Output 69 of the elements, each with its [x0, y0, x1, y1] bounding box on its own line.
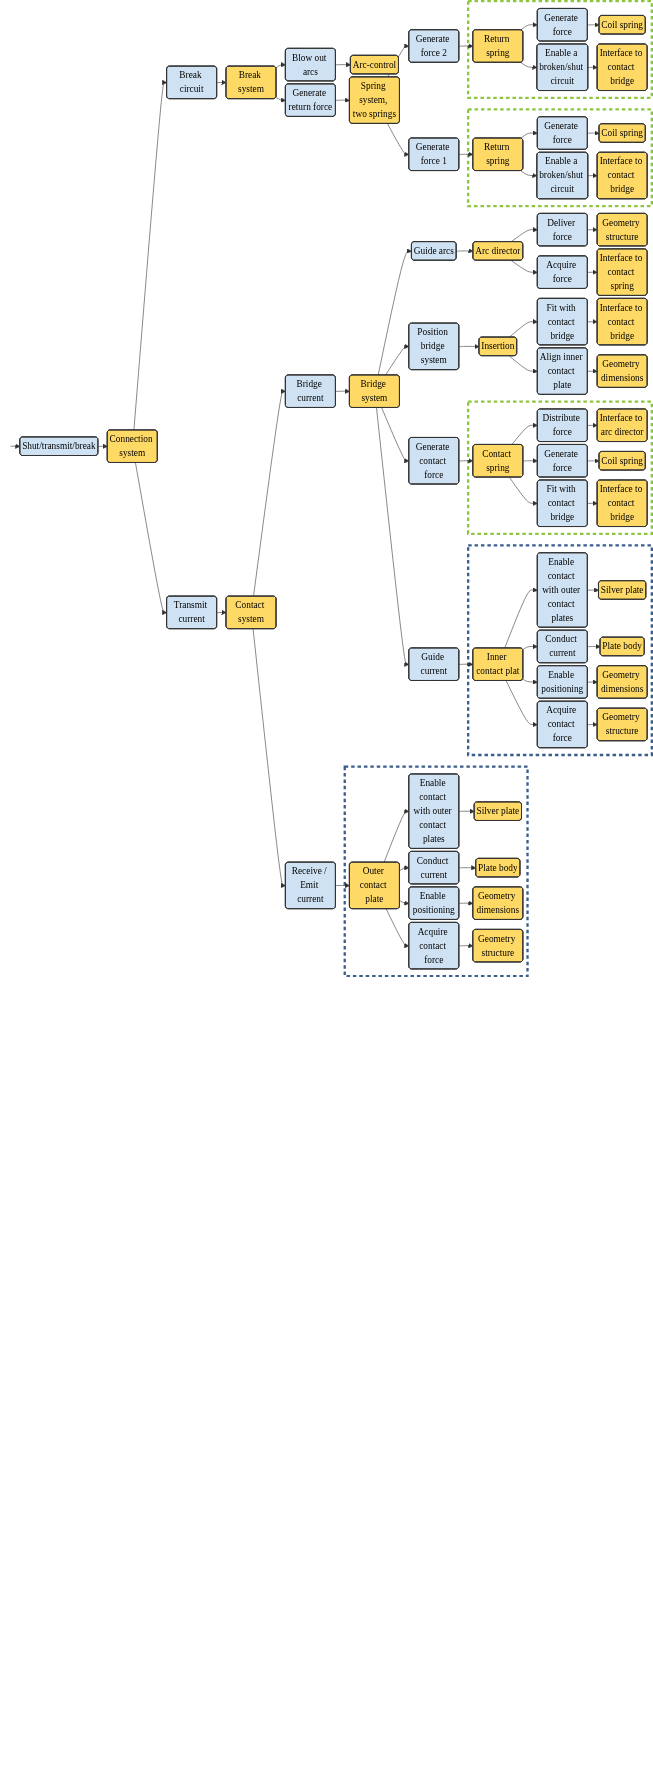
process-box: Generate force 1: [408, 137, 460, 171]
process-box: Geometry dimensions: [472, 886, 524, 920]
process-box: Generate contact force: [408, 437, 460, 485]
process-box: Receive / Emit current: [284, 861, 336, 910]
dashed-group-frame: [343, 765, 529, 978]
process-box: Blow out arcs: [284, 47, 336, 82]
process-box: Outer contact plate: [348, 861, 400, 910]
process-box: Generate return force: [284, 83, 336, 117]
dashed-group-frame: [467, 0, 653, 99]
process-box: Break system: [225, 65, 277, 100]
process-box: Spring system, two springs: [348, 76, 400, 124]
process-box: Coil spring: [598, 15, 646, 35]
process-box: Enable positioning: [536, 665, 588, 699]
process-box: Inner contact plat: [472, 647, 524, 681]
process-box: Contact spring: [472, 444, 524, 478]
process-box: Silver plate: [598, 580, 647, 600]
process-box: Arc-control: [349, 54, 399, 75]
process-box: Interface to contact bridge: [596, 43, 648, 91]
process-box: Geometry structure: [596, 707, 648, 742]
process-box: Generate force: [536, 8, 588, 42]
process-box: Enable positioning: [408, 886, 460, 920]
process-box: Coil spring: [598, 123, 646, 143]
process-box: Geometry dimensions: [596, 354, 648, 388]
process-box: Conduct current: [536, 629, 588, 664]
process-box: Generate force: [536, 444, 588, 478]
process-box: Plate body: [599, 636, 645, 657]
process-box: Interface to contact bridge: [596, 479, 648, 527]
process-box: Coil spring: [598, 451, 646, 471]
process-box: Guide arcs: [411, 241, 457, 261]
process-box: Enable a broken/shut circuit: [536, 43, 589, 91]
dashed-group-frame: [467, 108, 653, 208]
process-box: Plate body: [475, 857, 521, 878]
process-box: Enable contact with outer contact plates: [408, 773, 460, 849]
process-box: Generate force: [536, 116, 588, 150]
process-box: Arc director: [472, 241, 524, 261]
process-box: Acquire force: [536, 255, 588, 289]
process-box: Bridge current: [284, 374, 336, 408]
process-box: Break circuit: [166, 65, 218, 100]
process-box: Shut/transmit/break: [19, 436, 99, 456]
process-box: Geometry dimensions: [596, 665, 648, 699]
process-box: Interface to contact bridge: [596, 297, 648, 346]
process-box: Guide current: [408, 647, 460, 681]
process-box: Interface to arc director: [596, 408, 648, 442]
process-box: Return spring: [472, 29, 524, 63]
process-box: Generate force 2: [408, 29, 460, 63]
process-box: Enable a broken/shut circuit: [536, 151, 589, 200]
process-box: Silver plate: [473, 801, 522, 821]
process-box: Acquire contact force: [408, 921, 460, 970]
process-box: Fit with contact bridge: [536, 479, 588, 527]
process-box: Enable contact with outer contact plates: [536, 552, 588, 628]
process-box: Align inner contact plate: [536, 347, 588, 395]
process-box: Deliver force: [536, 212, 588, 247]
process-box: Geometry structure: [596, 212, 648, 247]
process-box: Distribute force: [536, 408, 588, 442]
process-box: Transmit current: [166, 595, 218, 630]
process-box: Interface to contact bridge: [596, 151, 648, 200]
dashed-group-frame: [467, 400, 653, 535]
process-box: Connection system: [106, 429, 158, 463]
process-box: Insertion: [478, 336, 518, 357]
dashed-group-frame: [467, 544, 653, 757]
process-box: Bridge system: [348, 374, 400, 408]
process-box: Position bridge system: [408, 322, 460, 371]
process-box: Interface to contact spring: [596, 248, 648, 296]
process-box: Contact system: [225, 595, 277, 630]
process-box: Acquire contact force: [536, 700, 588, 749]
process-box: Return spring: [472, 137, 524, 171]
process-box: Fit with contact bridge: [536, 297, 588, 346]
process-box: Geometry structure: [472, 928, 524, 963]
process-box: Conduct current: [408, 850, 460, 885]
